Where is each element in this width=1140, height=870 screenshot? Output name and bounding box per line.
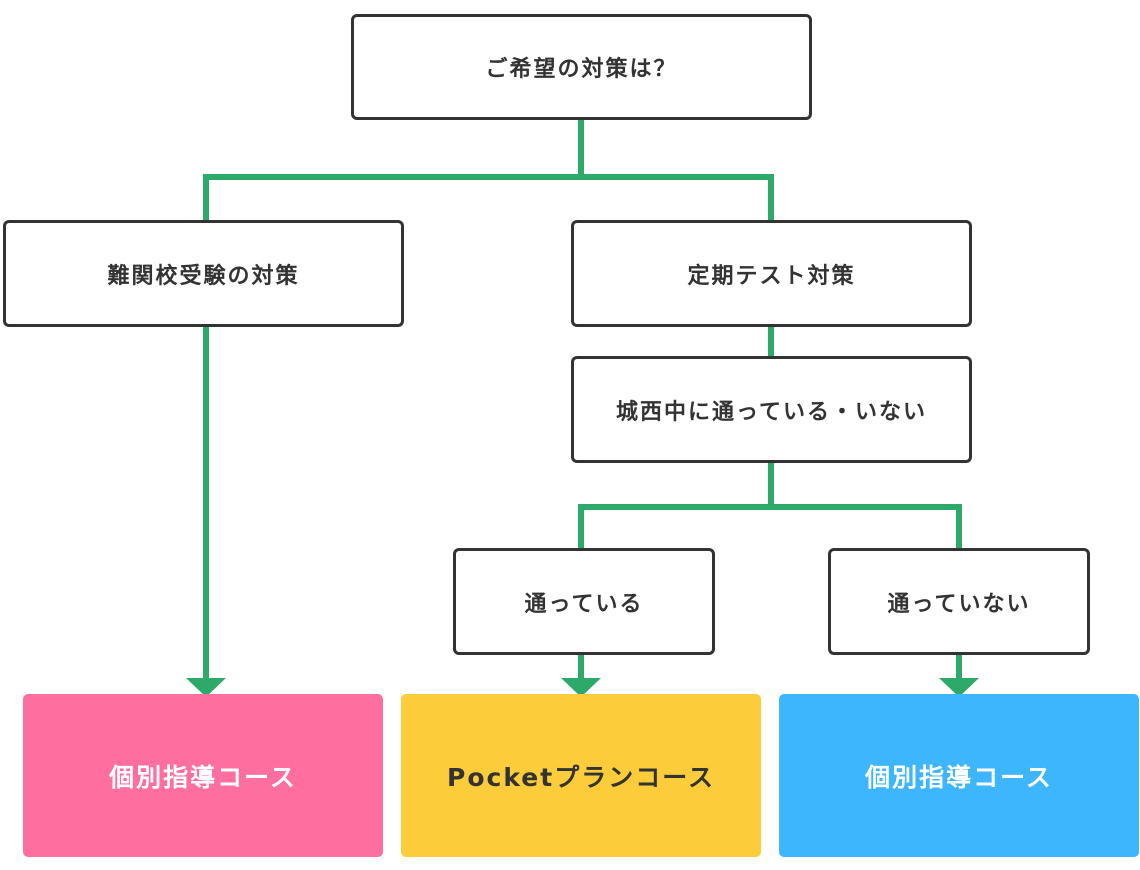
result-pocket-plan-course: Pocketプランコース xyxy=(401,694,761,857)
result-left-label: 個別指導コース xyxy=(109,762,297,792)
node-attending-label: 通っている xyxy=(524,591,644,617)
result-middle-label: Pocketプランコース xyxy=(447,762,715,792)
node-entrance-exam: 難関校受験の対策 xyxy=(3,220,404,327)
node-not-attending: 通っていない xyxy=(828,548,1090,655)
node-school-question: 城西中に通っている・いない xyxy=(571,356,972,463)
result-individual-course-left: 個別指導コース xyxy=(23,694,383,857)
node-root: ご希望の対策は？ xyxy=(351,14,812,120)
connector-question-split xyxy=(578,461,962,550)
arrow-middle xyxy=(561,678,601,697)
node-not-attending-label: 通っていない xyxy=(887,591,1031,617)
arrowheads xyxy=(186,678,979,697)
node-entrance-exam-label: 難関校受験の対策 xyxy=(107,263,300,289)
node-periodic-test: 定期テスト対策 xyxy=(571,220,972,327)
connector-root-split xyxy=(203,118,774,222)
result-individual-course-right: 個別指導コース xyxy=(779,694,1139,857)
node-school-question-label: 城西中に通っている・いない xyxy=(616,399,927,425)
result-right-label: 個別指導コース xyxy=(865,762,1053,792)
arrow-right xyxy=(939,678,979,697)
node-periodic-test-label: 定期テスト対策 xyxy=(687,263,856,289)
connector-group xyxy=(203,118,962,684)
node-attending: 通っている xyxy=(453,548,715,655)
arrow-left xyxy=(186,678,226,697)
node-root-label: ご希望の対策は？ xyxy=(485,57,678,82)
